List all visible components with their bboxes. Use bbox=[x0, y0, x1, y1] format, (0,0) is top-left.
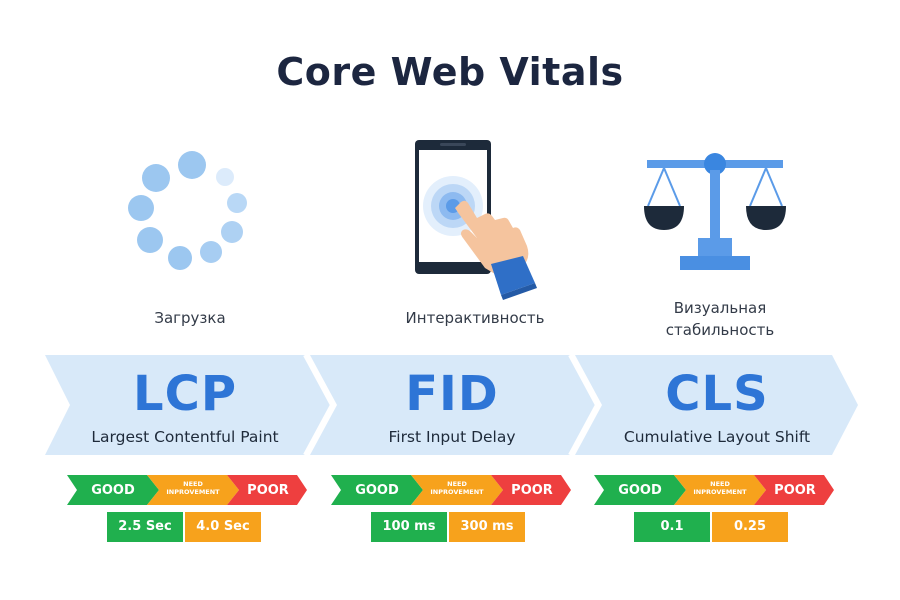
lcp-scale-good-segment bbox=[67, 475, 159, 505]
loading-spinner-icon bbox=[128, 151, 247, 270]
fid-scale-poor-label: POOR bbox=[511, 483, 553, 498]
fid-scale-need-line2: INPROVEMENT bbox=[430, 488, 484, 496]
lcp-scale-need-line1: NEED bbox=[183, 480, 203, 488]
cls-chevron bbox=[575, 355, 858, 455]
fid-scale-need-label: NEED INPROVEMENT bbox=[417, 480, 497, 496]
fid-scale-good-label: GOOD bbox=[355, 483, 399, 498]
fid-chevron bbox=[310, 355, 597, 455]
lcp-abbr: LCP bbox=[133, 366, 237, 422]
lcp-scale: GOOD NEED INPROVEMENT POOR bbox=[67, 475, 307, 505]
visual-stability-label-line1: Визуальная bbox=[673, 299, 767, 317]
cls-scale-poor-segment bbox=[754, 475, 834, 505]
fid-name: First Input Delay bbox=[388, 428, 516, 446]
loading-label: Загрузка bbox=[154, 309, 226, 327]
interactivity-label: Интерактивность bbox=[405, 309, 545, 327]
visual-stability-label-line2: стабильность bbox=[665, 321, 775, 339]
page-title: Core Web Vitals bbox=[276, 50, 624, 94]
lcp-scale-poor-label: POOR bbox=[247, 483, 289, 498]
fid-scale-poor-segment bbox=[491, 475, 571, 505]
lcp-scale-need-line2: INPROVEMENT bbox=[166, 488, 220, 496]
cls-scale-poor-label: POOR bbox=[774, 483, 816, 498]
cls-threshold-good: 0.1 bbox=[634, 512, 710, 542]
visual-stability-label: Визуальная стабильность bbox=[620, 297, 820, 341]
lcp-scale-need-segment bbox=[147, 475, 239, 505]
fid-scale: GOOD NEED INPROVEMENT POOR bbox=[331, 475, 571, 505]
cls-scale-need-line1: NEED bbox=[710, 480, 730, 488]
balance-scale-icon bbox=[644, 153, 786, 270]
cls-scale-need-segment bbox=[674, 475, 766, 505]
cls-scale: GOOD NEED INPROVEMENT POOR bbox=[594, 475, 834, 505]
cls-scale-need-label: NEED INPROVEMENT bbox=[680, 480, 760, 496]
fid-threshold-good: 100 ms bbox=[371, 512, 447, 542]
tap-phone-icon bbox=[415, 140, 537, 300]
lcp-scale-good-label: GOOD bbox=[91, 483, 135, 498]
cls-scale-need-line2: INPROVEMENT bbox=[693, 488, 747, 496]
lcp-name: Largest Contentful Paint bbox=[91, 428, 279, 446]
fid-abbr: FID bbox=[405, 366, 499, 422]
fid-scale-need-line1: NEED bbox=[447, 480, 467, 488]
cls-threshold-poor: 0.25 bbox=[712, 512, 788, 542]
fid-threshold-poor: 300 ms bbox=[449, 512, 525, 542]
lcp-scale-poor-segment bbox=[227, 475, 307, 505]
metrics-chevron-band bbox=[45, 354, 858, 456]
cls-name: Cumulative Layout Shift bbox=[623, 428, 811, 446]
lcp-scale-need-label: NEED INPROVEMENT bbox=[153, 480, 233, 496]
fid-scale-need-segment bbox=[411, 475, 503, 505]
fid-scale-good-segment bbox=[331, 475, 423, 505]
lcp-threshold-good: 2.5 Sec bbox=[107, 512, 183, 542]
cls-scale-good-segment bbox=[594, 475, 686, 505]
cls-abbr: CLS bbox=[665, 366, 769, 422]
lcp-chevron bbox=[45, 355, 332, 455]
lcp-threshold-poor: 4.0 Sec bbox=[185, 512, 261, 542]
cls-scale-good-label: GOOD bbox=[618, 483, 662, 498]
